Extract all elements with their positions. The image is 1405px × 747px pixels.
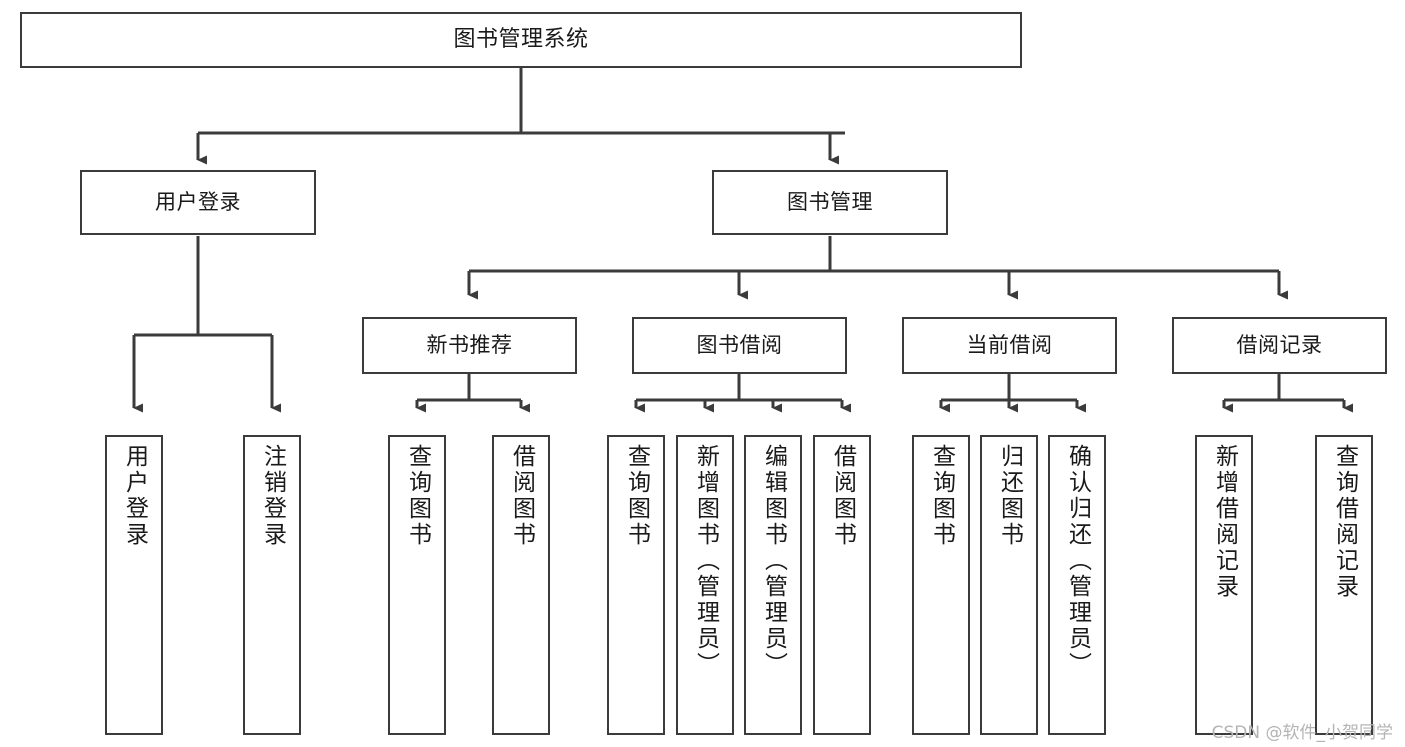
node-label: 新书推荐 — [426, 333, 513, 358]
leaf-edit-book-admin[interactable]: 编辑图书（管理员） — [744, 435, 802, 735]
node-label: 当前借阅 — [966, 333, 1053, 358]
node-borrow-record[interactable]: 借阅记录 — [1172, 317, 1387, 374]
leaf-add-borrow-record[interactable]: 新增借阅记录 — [1195, 435, 1253, 735]
leaf-confirm-return-admin[interactable]: 确认归还（管理员） — [1048, 435, 1106, 735]
node-label: 注销登录 — [259, 444, 286, 548]
leaf-query-borrow-record[interactable]: 查询借阅记录 — [1315, 435, 1373, 735]
leaf-logout-login[interactable]: 注销登录 — [243, 435, 301, 735]
leaf-add-book-admin[interactable]: 新增图书（管理员） — [676, 435, 734, 735]
node-label: 查询图书 — [404, 444, 431, 548]
leaf-query-book-borrow[interactable]: 查询图书 — [607, 435, 665, 735]
node-current-borrow[interactable]: 当前借阅 — [902, 317, 1117, 374]
node-label: 查询图书 — [623, 444, 650, 548]
node-label: 借阅图书 — [508, 444, 535, 548]
leaf-borrow-book-recommend[interactable]: 借阅图书 — [492, 435, 550, 735]
node-label: 归还图书 — [996, 444, 1023, 548]
leaf-query-book-current[interactable]: 查询图书 — [912, 435, 970, 735]
node-label: 查询借阅记录 — [1331, 444, 1358, 600]
node-label: 新增图书（管理员） — [692, 444, 719, 678]
node-label: 图书管理系统 — [453, 27, 589, 53]
node-root-book-management-system[interactable]: 图书管理系统 — [20, 12, 1022, 68]
node-label: 借阅图书 — [829, 444, 856, 548]
node-label: 查询图书 — [928, 444, 955, 548]
leaf-borrow-book-borrow[interactable]: 借阅图书 — [813, 435, 871, 735]
node-book-borrow[interactable]: 图书借阅 — [632, 317, 847, 374]
node-label: 借阅记录 — [1236, 333, 1323, 358]
node-user-login[interactable]: 用户登录 — [80, 170, 316, 235]
node-label: 编辑图书（管理员） — [760, 444, 787, 678]
node-new-book-recommend[interactable]: 新书推荐 — [362, 317, 577, 374]
node-label: 图书管理 — [787, 190, 873, 215]
node-label: 图书借阅 — [696, 333, 783, 358]
node-label: 新增借阅记录 — [1211, 444, 1238, 600]
node-label: 用户登录 — [121, 444, 148, 548]
leaf-return-book[interactable]: 归还图书 — [980, 435, 1038, 735]
node-book-management[interactable]: 图书管理 — [712, 170, 948, 235]
leaf-query-book-recommend[interactable]: 查询图书 — [388, 435, 446, 735]
node-label: 确认归还（管理员） — [1064, 444, 1091, 678]
node-label: 用户登录 — [155, 190, 241, 215]
leaf-user-login[interactable]: 用户登录 — [105, 435, 163, 735]
